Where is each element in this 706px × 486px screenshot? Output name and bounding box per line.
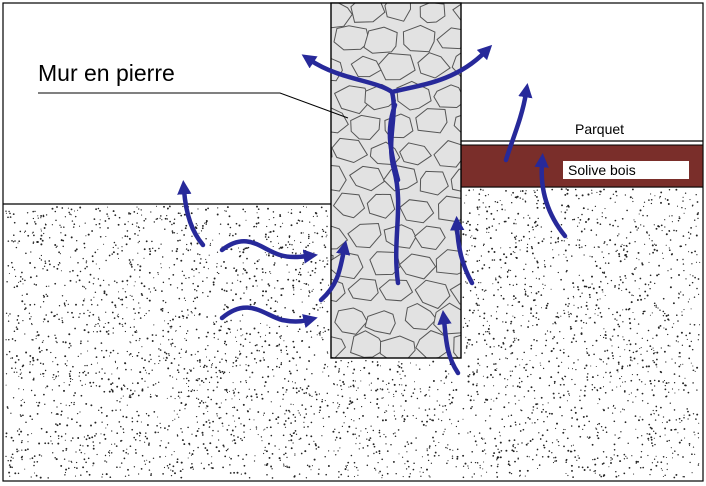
arrow-wall-bottom-icon [437,309,461,376]
arrow-floor-up-icon [503,83,533,163]
floor-label: Parquet [575,121,625,137]
stone-wall [330,2,462,359]
joist-label: Solive bois [563,161,689,179]
moisture-arrows [177,44,568,376]
arrow-soil-wall-upper-icon [219,239,319,264]
arrow-wall-right-icon [389,44,493,95]
arrow-soil-wall-lower-icon [219,305,318,329]
wall-label: Mur en pierre [38,60,175,86]
arrow-soil-up-icon [177,179,206,248]
arrow-wall-right-base-icon [450,215,475,286]
wall-label-leader [38,92,349,119]
arrow-wall-left-base-icon [318,240,351,303]
soil-ground [4,187,702,480]
arrow-joist-up-icon [534,152,568,239]
arrow-wall-branch-icon [387,102,401,183]
